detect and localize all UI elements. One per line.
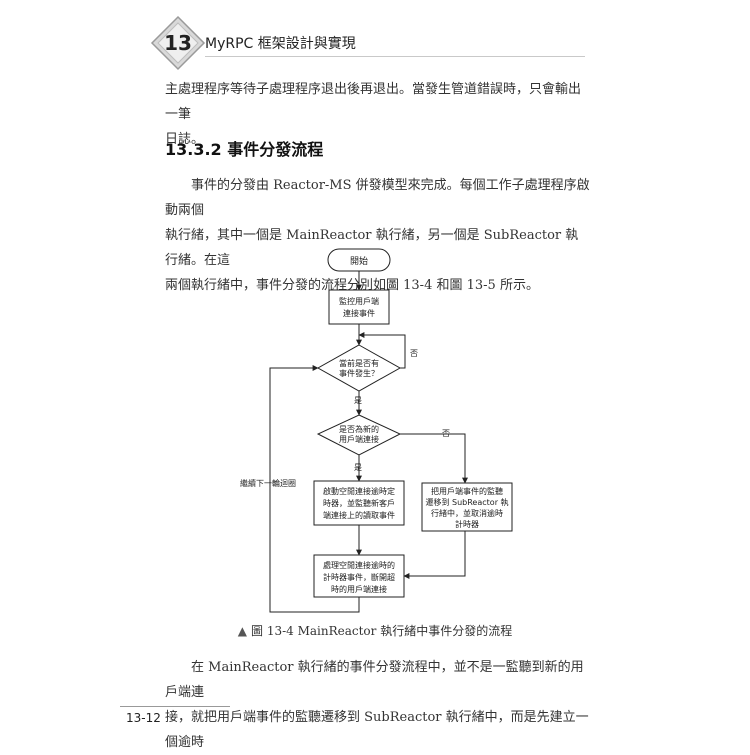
body-line-2: 執行緒，其中一個是 MainReactor 執行緒，另一個是 SubReacto… [165, 228, 579, 268]
decision2-no-path [400, 433, 468, 484]
body-paragraph: 事件的分發由 Reactor-MS 併發模型來完成。每個工作子處理程序啟動兩個 … [165, 173, 590, 298]
decision1-diamond [316, 344, 402, 392]
intro-line-1: 主處理程序等待子處理程序退出後再退出。當發生管道錯誤時，只會輸出一筆 [165, 82, 582, 122]
left-box [313, 480, 405, 526]
bottom-box-line-3: 時的用戶端連接 [331, 584, 387, 594]
page-number: 13-12 [126, 711, 161, 725]
caption-text: 圖 13-4 MainReactor 執行緒中事件分發的流程 [251, 624, 513, 638]
loop-label: 繼續下一輪迴圈 [240, 478, 296, 488]
decision2-line-1: 是否為新的 [339, 424, 379, 434]
intro-line-2: 日誌。 [165, 132, 205, 147]
decision1-no-label: 否 [410, 349, 418, 358]
start-label: 開始 [350, 255, 368, 267]
bottom-box-line-1: 處理空閒連接逾時的 [323, 560, 395, 570]
bottom-box [313, 554, 405, 598]
left-box-line-1: 啟動空閒連接逾時定 [323, 486, 395, 496]
decision1-no-path [358, 332, 406, 369]
left-box-line-3: 端連接上的讀取事件 [323, 510, 395, 520]
chapter-number: 13 [164, 31, 192, 55]
decision2-no-label: 否 [442, 429, 450, 438]
footer-rule [120, 706, 230, 707]
loop-back-path [269, 365, 360, 613]
closing-paragraph: 在 MainReactor 執行緒的事件分發流程中，並不是一監聽到新的用戶端連 … [165, 655, 590, 755]
decision1-yes-label: 是 [354, 396, 362, 405]
listen-box [328, 289, 390, 325]
bottom-box-line-2: 計時器事件，斷開超 [323, 572, 395, 582]
intro-paragraph: 主處理程序等待子處理程序退出後再退出。當發生管道錯誤時，只會輸出一筆 日誌。 [165, 77, 590, 152]
decision2-yes-label: 是 [354, 463, 362, 472]
decision2-line-2: 用戶端連接 [339, 434, 379, 444]
caption-triangle-icon: ▲ [237, 624, 247, 638]
right-box-line-1: 把用戶端事件的監聽 [431, 486, 503, 496]
right-box-line-3: 行緒中，並取消逾時 [431, 508, 503, 518]
section-title: 13.3.2 事件分發流程 [165, 140, 324, 159]
arrow-rightbox-bottombox [403, 531, 466, 579]
right-box-line-4: 計時器 [455, 519, 479, 529]
chapter-title: MyRPC 框架設計與實現 [205, 36, 356, 52]
listen-line-1: 監控用戶端 [339, 296, 379, 306]
right-box [421, 482, 513, 532]
body-line-3: 兩個執行緒中，事件分發的流程分別如圖 13-4 和圖 13-5 所示。 [165, 278, 539, 293]
closing-line-1: 在 MainReactor 執行緒的事件分發流程中，並不是一監聽到新的用戶端連 [165, 660, 584, 700]
decision1-line-1: 當前是否有 [339, 358, 379, 368]
figure-caption: ▲ 圖 13-4 MainReactor 執行緒中事件分發的流程 [0, 622, 750, 639]
listen-line-2: 連接事件 [343, 308, 375, 318]
right-box-line-2: 遷移到 SubReactor 執 [425, 497, 508, 507]
chapter-badge: 13 [150, 15, 206, 71]
body-line-1: 事件的分發由 Reactor-MS 併發模型來完成。每個工作子處理程序啟動兩個 [165, 178, 590, 218]
closing-line-2: 接，就把用戶端事件的監聽遷移到 SubReactor 執行緒中，而是先建立一個逾… [165, 710, 589, 750]
decision1-line-2: 事件發生？ [339, 368, 379, 378]
header-rule [205, 56, 585, 57]
left-box-line-2: 時器，並監聽新客戶 [323, 498, 395, 508]
